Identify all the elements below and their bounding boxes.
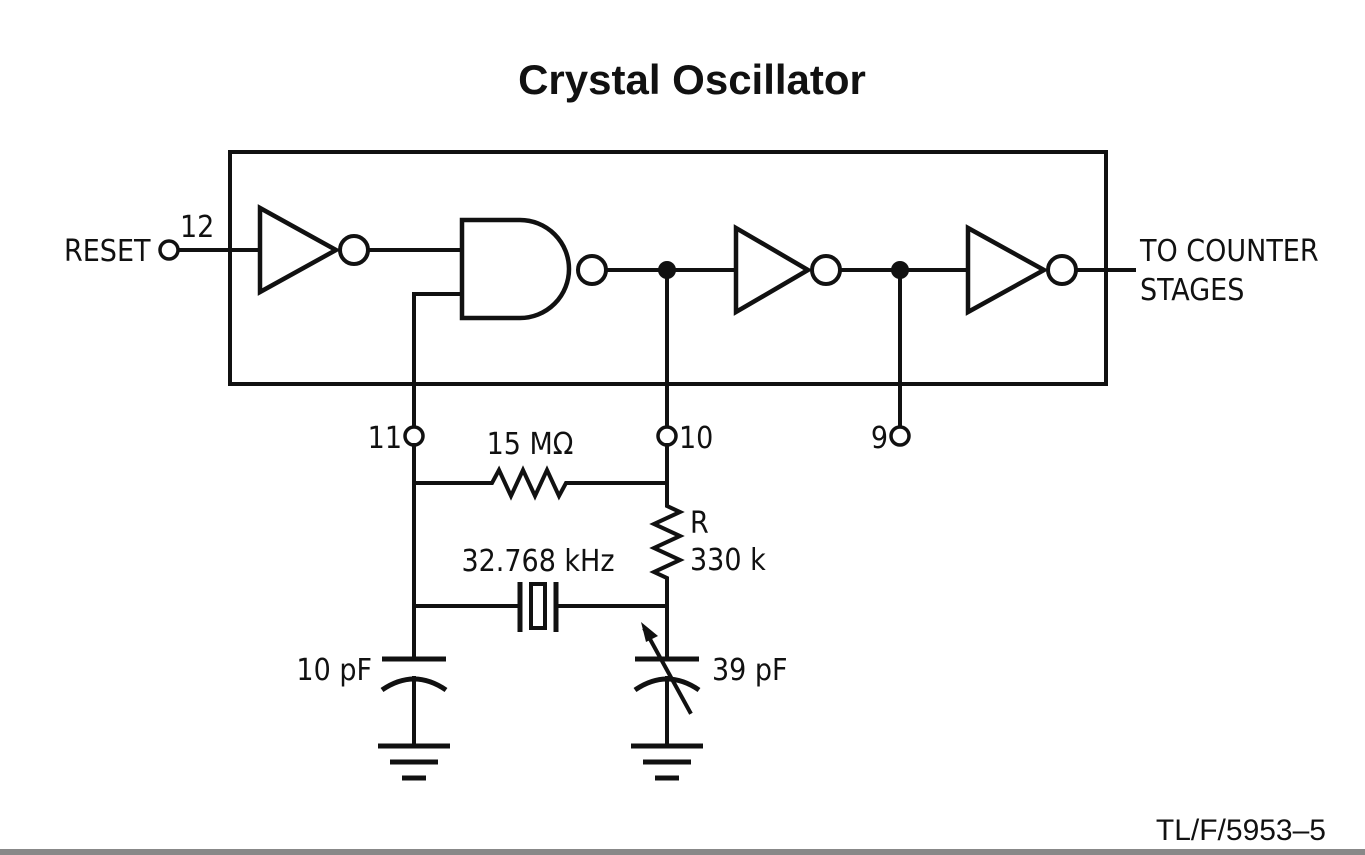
feedback-resistor: 15 MΩ: [412, 427, 669, 501]
reset-inverter: [257, 204, 464, 296]
pin-11-pad: [403, 425, 425, 447]
output-label-line2: STAGES: [1140, 273, 1244, 308]
pin-11-label: 11: [368, 421, 402, 456]
figure-reference: TL/F/5953–5: [1156, 814, 1326, 847]
fixed-capacitor-label: 10 pF: [296, 653, 372, 688]
series-resistor-value: 330 k: [690, 543, 766, 578]
series-resistor: R 330 k: [649, 481, 766, 608]
ground-right: [631, 743, 703, 781]
pin-10-pad: [656, 425, 678, 447]
reset-label: RESET: [64, 234, 151, 269]
pin-10-label: 10: [679, 421, 713, 456]
pin-9-label: 9: [871, 421, 888, 456]
series-resistor-name: R: [690, 506, 709, 541]
fixed-capacitor: 10 pF: [296, 653, 448, 746]
output-inverter: [965, 224, 1136, 316]
crystal: 32.768 kHz: [412, 544, 669, 632]
trimmer-capacitor-label: 39 pF: [712, 653, 788, 688]
bottom-border: [0, 849, 1365, 855]
feedback-resistor-label: 15 MΩ: [487, 427, 574, 462]
pin-12-pad: [158, 239, 180, 261]
nand-gate: [412, 217, 608, 430]
ground-left: [378, 743, 450, 781]
crystal-frequency-label: 32.768 kHz: [461, 544, 614, 579]
buffer-inverter: [733, 224, 970, 316]
pin-9-pad: [889, 425, 911, 447]
output-label-line1: TO COUNTER: [1139, 234, 1319, 269]
trimmer-capacitor: 39 pF: [633, 604, 788, 746]
diagram-title: Crystal Oscillator: [518, 56, 866, 103]
reset-input: RESET 12: [64, 210, 262, 269]
pin-12-label: 12: [180, 210, 214, 245]
